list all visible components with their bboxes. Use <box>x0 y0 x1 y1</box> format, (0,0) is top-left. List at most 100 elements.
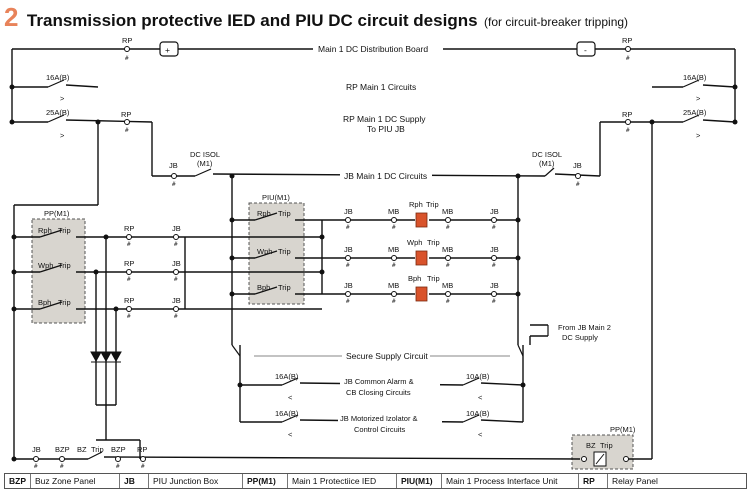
rp-label-supply-left: RP <box>121 110 131 119</box>
coil-bph-trip: Trip <box>427 274 440 283</box>
pp-wph-label: Wph <box>38 261 53 270</box>
trip-coil-rph <box>415 212 428 228</box>
fuse-25a-right: 25A(B) <box>683 108 707 117</box>
trip-coils <box>415 212 428 302</box>
lt-mark-1: < <box>288 393 293 402</box>
gt-mark-1: > <box>60 94 65 103</box>
rp-label-supply-right: RP <box>622 110 632 119</box>
main-board-text: Main 1 DC Distribution Board <box>318 44 428 54</box>
piu-bph-label: Bph <box>257 283 270 292</box>
rp-row3: RP <box>124 296 134 305</box>
hash-15: # <box>446 224 450 231</box>
bottom-jb: JB <box>32 445 41 454</box>
minus-terminal: - <box>584 45 587 55</box>
piu-m1-label: PIU(M1) <box>262 193 290 202</box>
bottom-rp: RP <box>137 445 147 454</box>
dc-isol-right: DC ISOL <box>532 150 562 159</box>
secure-supply-label: Secure Supply Circuit <box>346 351 428 361</box>
rp-supply-label-2: To PIU JB <box>367 124 405 134</box>
dc-isol-left: DC ISOL <box>190 150 220 159</box>
jb-coil-b: JB <box>344 281 353 290</box>
piu-bph-trip: Trip <box>278 283 291 292</box>
from-jb-main2-1: From JB Main 2 <box>558 323 611 332</box>
title-sub: (for circuit-breaker tripping) <box>484 15 629 29</box>
lt-mark-2: < <box>478 393 483 402</box>
bottom-bzp-2: BZP <box>111 445 126 454</box>
hash-25: # <box>34 463 38 470</box>
bz-pp-m1-label: PP(M1) <box>610 425 636 434</box>
plus-terminal: + <box>165 45 170 55</box>
fuse-16a-left: 16A(B) <box>46 73 70 82</box>
legend-value-jb: PIU Junction Box <box>149 474 243 488</box>
jb-row2: JB <box>172 259 181 268</box>
fuse-10a-alarm: 10A(B) <box>466 372 490 381</box>
diode-block <box>90 351 122 363</box>
mb-coil-r-2: MB <box>442 207 453 216</box>
bottom-bzp-1: BZP <box>55 445 70 454</box>
common-alarm-label-2: CB Closing Circuits <box>346 388 411 397</box>
gt-mark-2: > <box>60 131 65 140</box>
legend-bar: BZP Buz Zone Panel JB PIU Junction Box P… <box>4 473 747 489</box>
motorized-label-1: JB Motorized Izolator & <box>340 414 418 423</box>
hash-13: # <box>346 224 350 231</box>
coil-rph-label: Rph <box>409 200 423 209</box>
piu-rph-trip: Trip <box>278 209 291 218</box>
jb-row3: JB <box>172 296 181 305</box>
pp-bph-trip: Trip <box>58 298 71 307</box>
hash-21: # <box>346 298 350 305</box>
coil-wph-trip: Trip <box>427 238 440 247</box>
hash-4: # <box>626 127 630 134</box>
piu-wph-trip: Trip <box>278 247 291 256</box>
bz-label: BZ <box>586 441 596 450</box>
m1-right: (M1) <box>539 159 555 168</box>
hash-12: # <box>174 313 178 320</box>
fuse-16a-right: 16A(B) <box>683 73 707 82</box>
rp-row1: RP <box>124 224 134 233</box>
jb-main-circuits-label: JB Main 1 DC Circuits <box>344 171 427 181</box>
mb-coil-b-2: MB <box>442 281 453 290</box>
legend-value-pp: Main 1 Protectiice IED <box>288 474 397 488</box>
coil-wph-label: Wph <box>407 238 422 247</box>
hash-22: # <box>392 298 396 305</box>
lt-mark-3: < <box>288 430 293 439</box>
hash-9: # <box>127 276 131 283</box>
legend-key-pp: PP(M1) <box>243 474 288 488</box>
lt-mark-4: < <box>478 430 483 439</box>
legend-key-bzp: BZP <box>5 474 31 488</box>
hash-28: # <box>141 463 145 470</box>
piu-wph-label: Wph <box>257 247 272 256</box>
fuse-16a-motor: 16A(B) <box>275 409 299 418</box>
trip-coil-bph <box>415 286 428 302</box>
legend-value-piu: Main 1 Process Interface Unit <box>442 474 579 488</box>
common-alarm-label-1: JB Common Alarm & <box>344 377 414 386</box>
hash-10: # <box>174 276 178 283</box>
hash-26: # <box>60 463 64 470</box>
rp-supply-label-1: RP Main 1 DC Supply <box>343 114 426 124</box>
legend-value-rp: Relay Panel <box>612 476 658 486</box>
gt-mark-4: > <box>696 131 701 140</box>
from-jb-main2-2: DC Supply <box>562 333 598 342</box>
diagram-title: 2 Transmission protective IED and PIU DC… <box>4 2 628 32</box>
mb-coil-r-1: MB <box>388 207 399 216</box>
jb-coil-w-2: JB <box>490 245 499 254</box>
legend-key-piu: PIU(M1) <box>397 474 442 488</box>
pp-bph-label: Bph <box>38 298 51 307</box>
hash-11: # <box>127 313 131 320</box>
hash-3: # <box>125 127 129 134</box>
title-main: Transmission protective IED and PIU DC c… <box>26 11 478 30</box>
hash-2: # <box>626 55 630 62</box>
hash-27: # <box>116 463 120 470</box>
mb-coil-w-2: MB <box>442 245 453 254</box>
bottom-bz: BZ <box>77 445 87 454</box>
pp-rph-label: Rph <box>38 226 52 235</box>
mb-coil-b-1: MB <box>388 281 399 290</box>
fuse-10a-motor: 10A(B) <box>466 409 490 418</box>
pp-rph-trip: Trip <box>58 226 71 235</box>
jb-row1: JB <box>172 224 181 233</box>
legend-key-jb: JB <box>120 474 149 488</box>
bottom-trip: Trip <box>91 445 104 454</box>
m1-left: (M1) <box>197 159 213 168</box>
rp-row2: RP <box>124 259 134 268</box>
jb-label-right: JB <box>573 161 582 170</box>
